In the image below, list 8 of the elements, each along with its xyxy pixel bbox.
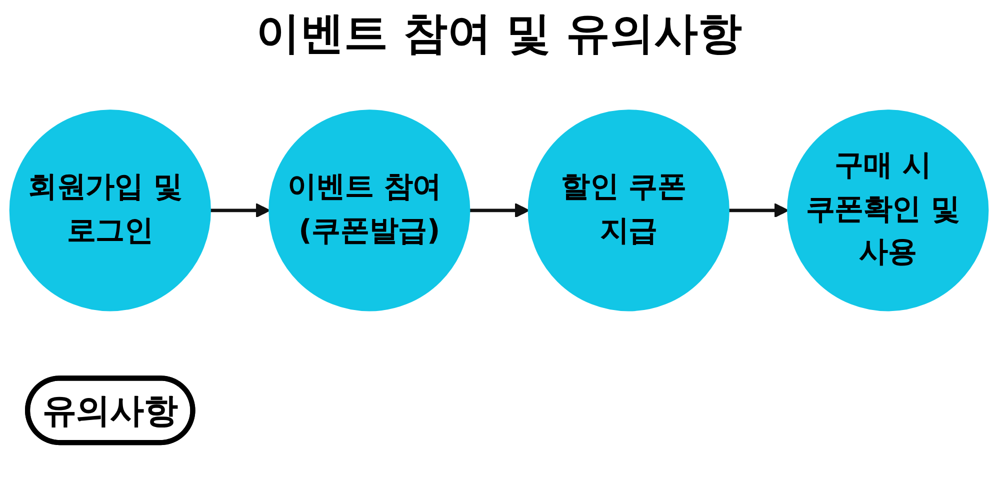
node-circle: 할인 쿠폰 지급 <box>528 110 730 312</box>
node-circle: 구매 시 쿠폰확인 및 사용 <box>787 110 989 312</box>
arrow <box>469 202 530 218</box>
node-circle: 회원가입 및 로그인 <box>9 110 211 312</box>
diagram-title: 이벤트 참여 및 유의사항 <box>255 7 743 61</box>
node-circle: 이벤트 참여 (쿠폰발급) <box>268 110 470 312</box>
arrow <box>728 202 789 218</box>
arrow <box>210 202 270 218</box>
